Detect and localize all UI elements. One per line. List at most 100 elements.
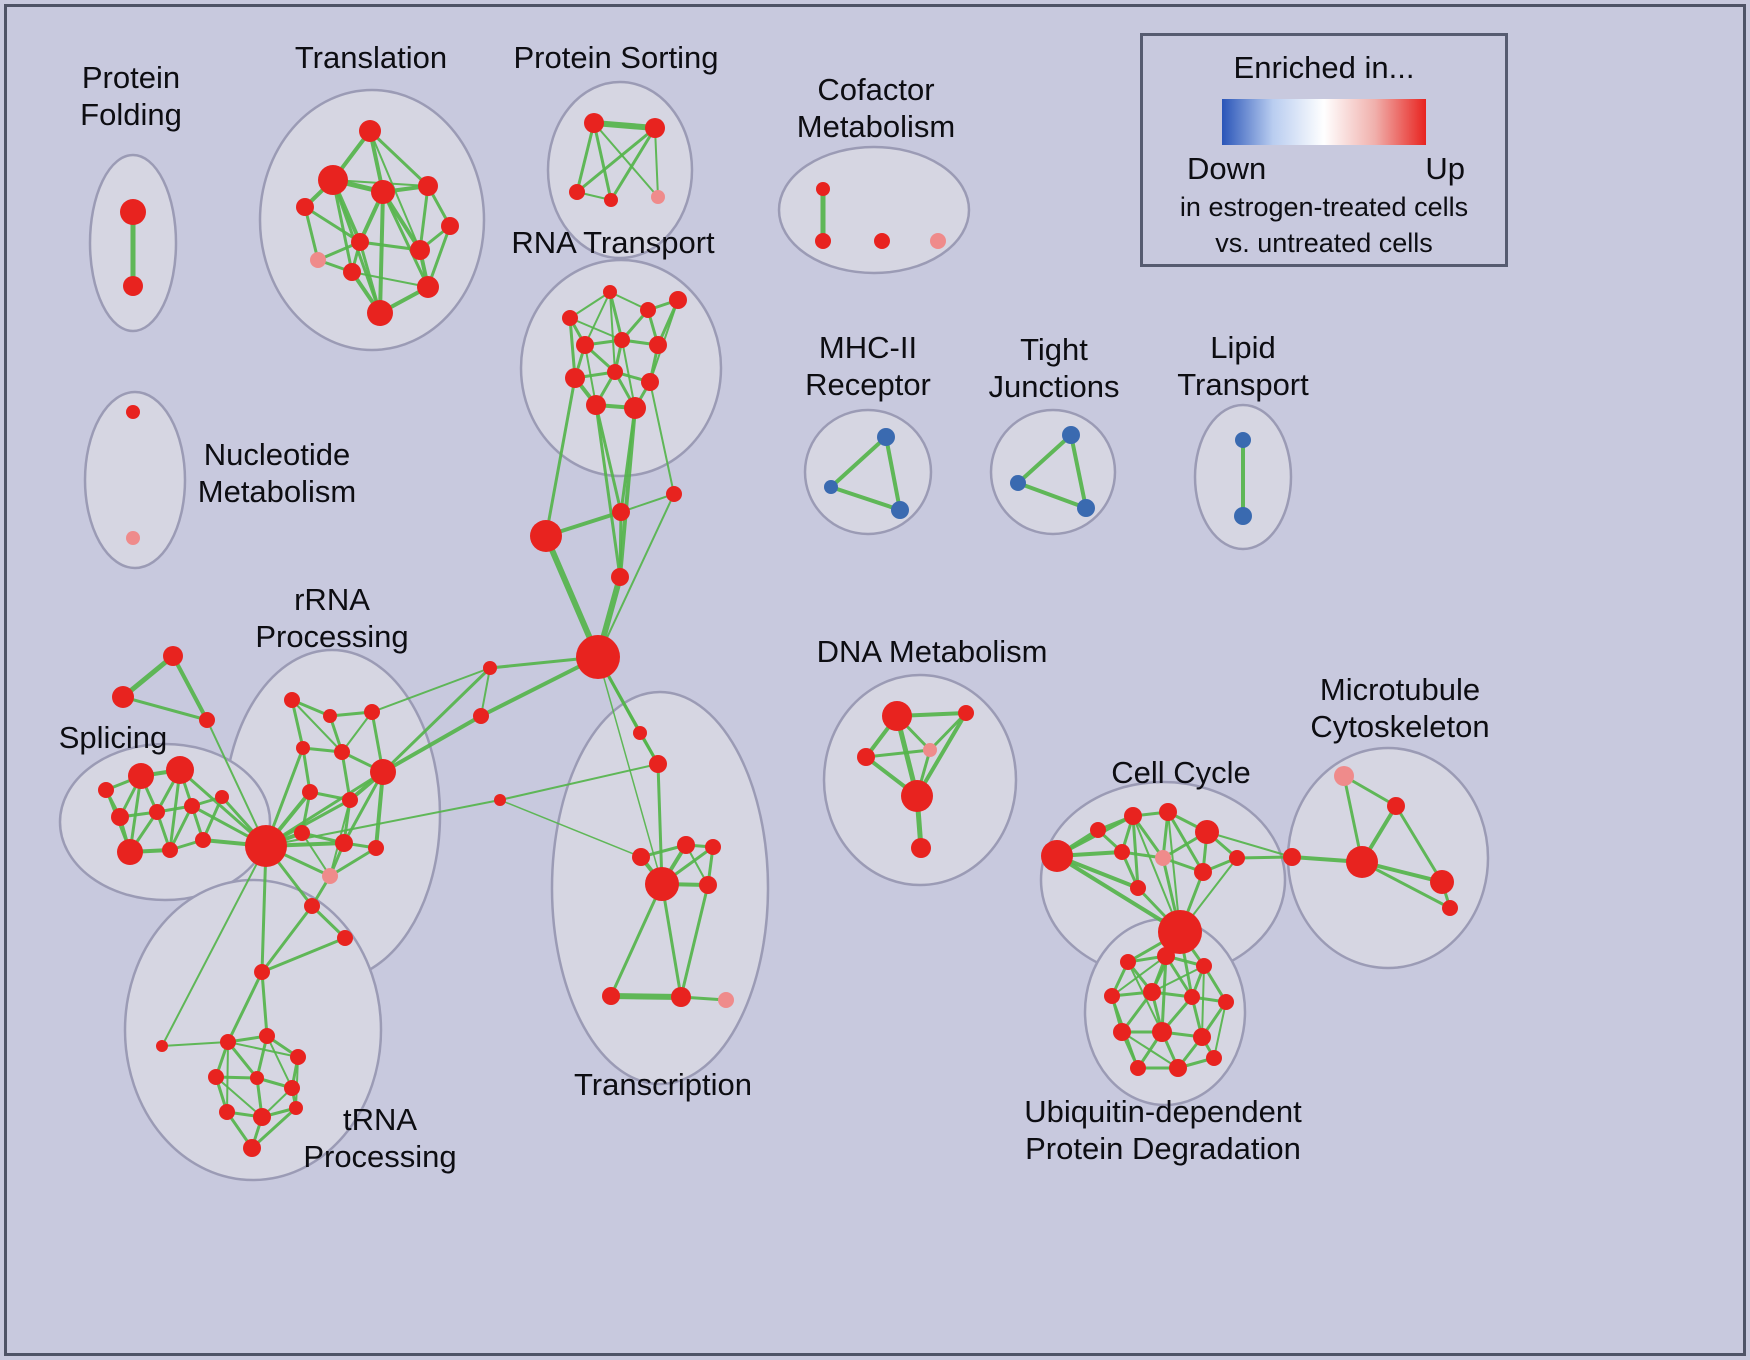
- network-edge: [1394, 804, 1444, 884]
- network-edge: [381, 714, 483, 774]
- network-node-q9: [342, 792, 358, 808]
- network-node-r8: [565, 368, 585, 388]
- network-node-m2: [1387, 797, 1405, 815]
- network-node-h3: [666, 486, 682, 502]
- network-edge: [609, 882, 664, 998]
- network-node-x3: [677, 836, 695, 854]
- network-node-t9: [310, 252, 326, 268]
- network-edge: [378, 190, 385, 315]
- network-node-h8: [494, 794, 506, 806]
- network-edge: [1069, 433, 1088, 510]
- network-node-c4: [930, 233, 946, 249]
- legend-desc-line2: vs. untreated cells: [1215, 228, 1433, 258]
- network-node-e5: [1114, 844, 1130, 860]
- network-node-n9: [289, 1101, 303, 1115]
- network-node-r4: [669, 291, 687, 309]
- network-edge: [371, 667, 491, 713]
- network-node-s3: [166, 756, 194, 784]
- network-edge: [1111, 955, 1167, 997]
- network-node-h4: [576, 635, 620, 679]
- network-node-d6: [911, 838, 931, 858]
- network-node-c2: [815, 233, 831, 249]
- network-node-q1: [245, 825, 287, 867]
- network-node-d2: [958, 705, 974, 721]
- legend-scale-labels: Down Up: [1143, 145, 1505, 187]
- network-edge: [829, 435, 888, 489]
- network-edge: [1201, 965, 1205, 1038]
- network-node-q2: [284, 692, 300, 708]
- network-edge: [1342, 774, 1398, 808]
- cluster-label-translation: Translation: [295, 40, 447, 75]
- network-node-tj3: [1077, 499, 1095, 517]
- network-node-r9: [607, 364, 623, 380]
- network-edge: [161, 1041, 229, 1047]
- network-node-s8: [117, 839, 143, 865]
- network-node-x4: [632, 848, 650, 866]
- network-node-u9: [1152, 1022, 1172, 1042]
- network-edge: [593, 122, 659, 198]
- network-node-n3: [290, 1049, 306, 1065]
- network-edge: [679, 883, 710, 999]
- network-node-s4: [111, 808, 129, 826]
- network-node-m3: [1283, 848, 1301, 866]
- network-node-n6: [284, 1080, 300, 1096]
- network-edge: [291, 699, 343, 753]
- network-node-n2: [259, 1028, 275, 1044]
- network-edge: [328, 846, 378, 878]
- cluster-ellipse-mhc-ii-receptor: [803, 408, 933, 536]
- network-edge: [260, 970, 269, 1038]
- network-node-n4: [208, 1069, 224, 1085]
- network-node-q5: [296, 741, 310, 755]
- cluster-label-rna-transport: RNA Transport: [511, 225, 715, 260]
- network-edge: [915, 711, 968, 798]
- network-edge: [121, 695, 209, 722]
- network-edge: [608, 290, 624, 342]
- network-node-d3: [857, 748, 875, 766]
- network-edge: [358, 240, 422, 252]
- network-node-d5: [901, 780, 933, 812]
- network-edge: [1016, 433, 1073, 485]
- network-node-u1: [1120, 954, 1136, 970]
- network-node-m5: [1430, 870, 1454, 894]
- network-node-c3: [874, 233, 890, 249]
- network-node-u10: [1193, 1028, 1211, 1046]
- network-edge: [351, 271, 429, 288]
- network-node-u3: [1196, 958, 1212, 974]
- network-node-p5: [651, 190, 665, 204]
- network-edge: [226, 970, 264, 1044]
- network-node-s2: [128, 763, 154, 789]
- network-edge: [168, 804, 194, 852]
- network-edge: [864, 748, 932, 759]
- network-edge: [621, 339, 636, 409]
- network-node-t2: [318, 165, 348, 195]
- network-edge: [499, 763, 659, 801]
- network-node-tj2: [1010, 475, 1026, 491]
- network-node-c1: [816, 182, 830, 196]
- network-node-nm1: [126, 405, 140, 419]
- network-edge: [569, 317, 623, 341]
- network-node-u2: [1157, 947, 1175, 965]
- network-node-u4: [1104, 988, 1120, 1004]
- network-node-tj1: [1062, 426, 1080, 444]
- network-edge: [1166, 810, 1205, 874]
- network-edge: [1360, 860, 1452, 910]
- network-node-p4: [604, 193, 618, 207]
- network-node-u11: [1130, 1060, 1146, 1076]
- legend-desc-line1: in estrogen-treated cells: [1179, 192, 1469, 222]
- network-node-d1: [882, 701, 912, 731]
- network-edge: [499, 799, 642, 858]
- network-node-q12: [368, 840, 384, 856]
- network-node-q14: [304, 898, 320, 914]
- network-node-pf1: [120, 199, 146, 225]
- network-edge: [1206, 831, 1293, 858]
- network-node-h1: [530, 520, 562, 552]
- cluster-ellipse-tight-junctions: [989, 408, 1117, 536]
- network-node-p1: [584, 113, 604, 133]
- network-node-mh2: [824, 480, 838, 494]
- network-node-t1: [359, 120, 381, 142]
- network-edge: [303, 205, 362, 244]
- network-edge: [1016, 481, 1088, 510]
